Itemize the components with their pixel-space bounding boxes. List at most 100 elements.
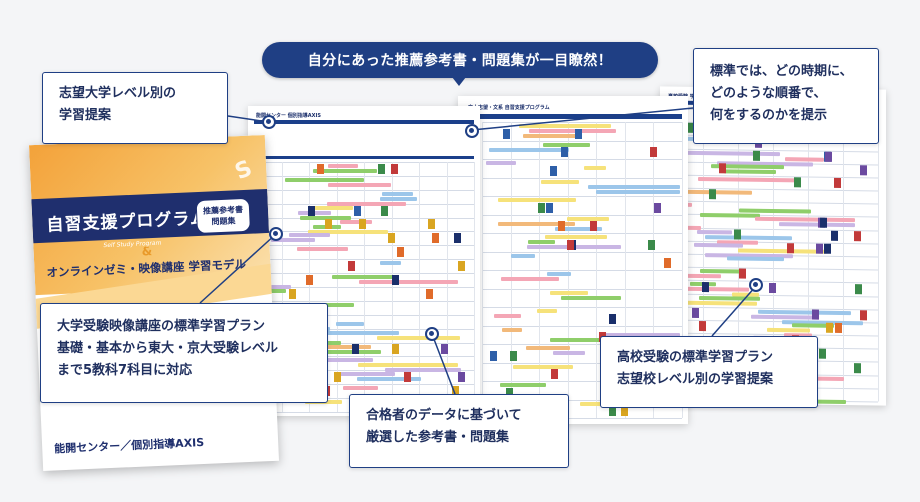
plan-bar	[313, 330, 399, 335]
callout-video-course: 大学受験映像講座の標準学習プラン 基礎・基本から東大・京大受験レベル まで5教科…	[40, 303, 328, 403]
grid-line	[419, 162, 420, 412]
book-thumbnail	[769, 282, 777, 293]
plan-bar	[512, 364, 573, 369]
book-thumbnail	[324, 219, 332, 230]
plan-bar	[493, 314, 521, 318]
book-thumbnail	[560, 147, 568, 157]
book-thumbnail	[608, 406, 616, 416]
plan-bar	[528, 240, 556, 244]
callout-line: どのような順番で、	[710, 86, 827, 101]
cover-ampersand: &	[141, 244, 153, 259]
plan-bar	[497, 221, 575, 226]
marker-dot	[465, 124, 479, 138]
book-thumbnail	[397, 247, 405, 258]
grid-line	[843, 110, 844, 401]
grid-line	[482, 325, 682, 327]
plan-bar	[328, 164, 359, 168]
grid-line	[510, 122, 512, 418]
plan-bar	[336, 321, 364, 326]
book-thumbnail	[692, 307, 700, 318]
book-thumbnail	[608, 313, 616, 324]
grid-line	[539, 122, 541, 418]
grid-line	[482, 288, 682, 290]
grid-line	[482, 418, 682, 419]
plan-bar	[331, 275, 393, 280]
grid-line	[482, 177, 682, 179]
plan-bar	[380, 196, 417, 201]
plan-bar	[555, 226, 602, 231]
book-thumbnail	[392, 344, 400, 355]
plan-bar	[543, 142, 590, 147]
plan-bar	[694, 242, 744, 248]
plan-bar	[358, 280, 458, 285]
plan-bar	[303, 344, 372, 349]
plan-bar	[785, 156, 825, 162]
plan-bar	[550, 337, 644, 342]
badge-line1: 推薦参考書	[202, 205, 244, 216]
grid-line	[653, 122, 655, 418]
callout-line: 高校受験の標準学習プラン	[617, 350, 774, 365]
grid-line	[482, 196, 682, 197]
plan-bar	[698, 176, 798, 183]
grid-line	[482, 399, 682, 401]
plan-bar	[588, 184, 680, 189]
plan-bar	[550, 290, 588, 295]
callout-line: 合格者のデータに基づいて	[366, 408, 522, 423]
grid-line	[474, 162, 475, 412]
callout-level-plan: 志望大学レベル別の 学習提案	[42, 72, 228, 144]
sheet-header: 京大志望・文系 自習支援プログラム	[468, 105, 550, 111]
plan-bar	[750, 314, 820, 320]
plan-bar	[384, 368, 461, 373]
book-thumbnail	[831, 230, 839, 241]
plan-bar	[526, 346, 571, 350]
plan-bar	[529, 129, 616, 133]
sheet-band	[466, 114, 682, 119]
book-thumbnail	[545, 202, 553, 213]
book-thumbnail	[621, 406, 629, 416]
book-thumbnail	[391, 163, 399, 174]
booklet-cover: S 自習支援プログラム 推薦参考書 問題集 Self Study Program…	[29, 135, 279, 471]
grid-line	[446, 162, 448, 412]
marker-dot	[269, 227, 283, 241]
callout-timing: 標準では、どの時期に、 どのような順番で、 何をするのかを提示	[693, 48, 879, 144]
book-thumbnail	[392, 275, 400, 285]
book-thumbnail	[558, 221, 566, 231]
book-thumbnail	[811, 309, 819, 320]
callout-high-school: 高校受験の標準学習プラン 志望校レベル別の学習提案	[600, 336, 818, 408]
book-thumbnail	[653, 202, 661, 213]
grid-line	[364, 162, 365, 412]
book-thumbnail	[826, 322, 834, 333]
plan-bar	[537, 309, 558, 313]
plan-bar	[699, 213, 760, 219]
book-thumbnail	[307, 205, 315, 216]
plan-bar	[382, 191, 413, 196]
grid-line	[336, 162, 338, 412]
book-thumbnail	[551, 369, 559, 379]
book-thumbnail	[733, 229, 741, 240]
plan-bar	[561, 295, 621, 300]
plan-bar	[326, 201, 406, 206]
book-thumbnail	[647, 239, 655, 250]
book-thumbnail	[289, 288, 297, 299]
book-thumbnail	[834, 322, 842, 334]
marker-dot	[749, 278, 763, 292]
plan-bar	[696, 229, 732, 235]
book-thumbnail	[432, 233, 440, 244]
plan-bar	[285, 177, 365, 182]
grid-line	[482, 214, 682, 216]
cover-ssp-logo-icon: S	[232, 156, 256, 185]
grid-line	[567, 122, 569, 418]
plan-bar	[699, 295, 760, 301]
callout-line: 大学受験映像講座の標準学習プラン	[57, 319, 266, 334]
badge-line2: 問題集	[211, 216, 236, 227]
grid-line	[878, 111, 879, 402]
book-thumbnail	[567, 239, 575, 250]
plan-bar	[308, 358, 373, 363]
plan-bar	[340, 219, 373, 224]
book-thumbnail	[305, 275, 313, 285]
grid-line	[682, 122, 683, 418]
book-thumbnail	[490, 350, 498, 361]
grid-line	[482, 307, 682, 308]
grid-line	[482, 362, 682, 364]
grid-line	[482, 140, 682, 142]
